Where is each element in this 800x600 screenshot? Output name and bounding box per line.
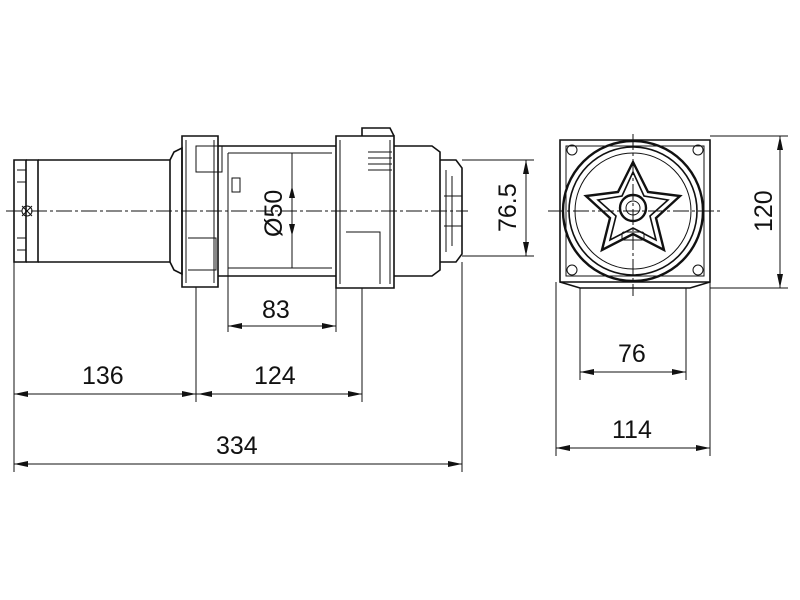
drum-diameter-label: Ø50 (260, 190, 288, 237)
end-base (559, 281, 711, 289)
body-length-label: 124 (254, 362, 296, 390)
overall-height-label: 120 (750, 190, 778, 232)
motor-length-label: 136 (82, 362, 124, 390)
left-drum-support (181, 135, 219, 288)
gear-housing (335, 135, 395, 289)
side-view: Ø50 83 136 124 334 76.5 (6, 127, 534, 472)
bolt-icon (692, 144, 704, 156)
bolt-icon (692, 264, 704, 276)
bolt-icon (566, 144, 578, 156)
clutch-knob (361, 127, 395, 137)
drum-length-label: 83 (262, 296, 290, 324)
bolt-icon (566, 264, 578, 276)
gearbox-height-label: 76.5 (494, 183, 522, 232)
end-view: 76 114 120 (548, 134, 788, 456)
drum (218, 145, 336, 277)
base-width-label: 114 (612, 416, 652, 444)
overall-length-label: 334 (216, 432, 258, 460)
bolt-spacing-label: 76 (618, 340, 646, 368)
